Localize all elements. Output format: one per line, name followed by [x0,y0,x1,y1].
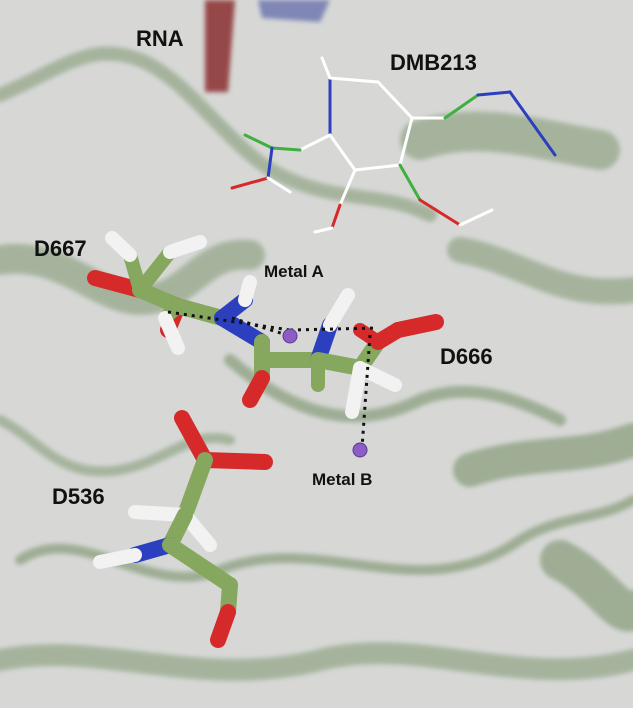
label-rna: RNA [136,26,184,51]
coordination-lines [167,310,379,449]
ribbon-right-helix [400,111,620,170]
label-dmb213: DMB213 [390,50,477,75]
label-d667: D667 [34,236,87,261]
label-metal-a: Metal A [264,262,324,281]
residues-d667-d666 [87,231,444,419]
protein-ribbons [0,46,633,681]
ribbon-center [224,354,566,426]
residue-d536 [93,410,273,648]
ribbon-bottom [0,642,633,681]
ribbon-right-mid [447,237,633,305]
ribbon-left-helix [0,239,265,316]
ribbon-top-left [0,46,437,222]
label-d536: D536 [52,484,105,509]
rna-strand [205,0,330,92]
label-metal-b: Metal B [312,470,373,489]
ribbon-bottom-right-helix [540,540,633,632]
ribbon-lower-right [453,423,633,487]
metal-b-ion [352,442,368,458]
label-d666: D666 [440,344,493,369]
ligand-dmb213 [230,56,557,234]
metal-a-ion [282,328,298,344]
